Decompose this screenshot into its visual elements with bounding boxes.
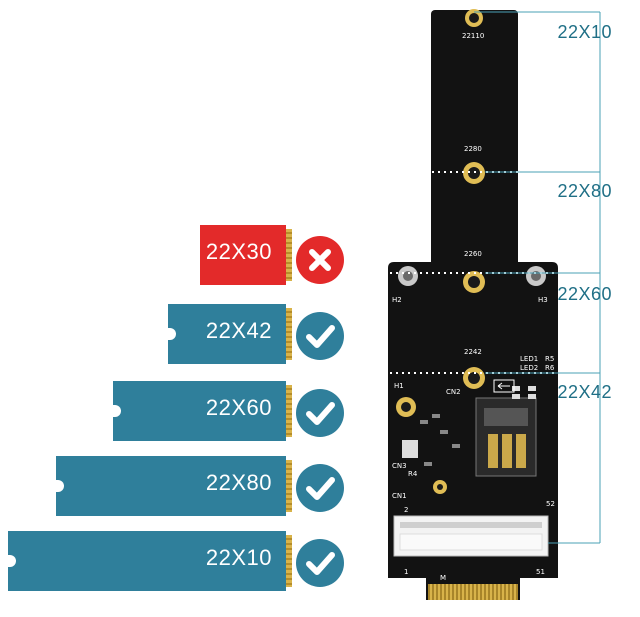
- silk-h3: H3: [538, 296, 548, 304]
- card-notch: [160, 328, 176, 340]
- silk-pin52: 52: [546, 500, 555, 508]
- gold-contacts: [286, 460, 292, 512]
- check-icon: [296, 539, 344, 587]
- board-extension: [431, 10, 518, 272]
- silk-r6: R6: [545, 364, 555, 372]
- silk-cn2: CN2: [446, 388, 461, 396]
- silk-2280: 2280: [464, 145, 482, 153]
- size-label-22x42: 22X42: [557, 382, 612, 402]
- gold-contacts: [286, 535, 292, 587]
- x-icon: [296, 236, 344, 284]
- check-icon: [296, 464, 344, 512]
- silk-h1: H1: [394, 382, 404, 390]
- silk-r4: R4: [408, 470, 418, 478]
- size-label-22x60: 22X60: [557, 284, 612, 304]
- card-22x80: 22X80: [48, 456, 292, 516]
- silk-cn3: CN3: [392, 462, 407, 470]
- card-notch: [0, 555, 16, 567]
- check-icon: [296, 312, 344, 360]
- silk-r5: R5: [545, 355, 555, 363]
- gold-contacts: [286, 308, 292, 360]
- check-icon: [296, 389, 344, 437]
- silk-led1: LED1: [520, 355, 539, 363]
- silk-led2: LED2: [520, 364, 539, 372]
- gold-contacts: [286, 229, 292, 281]
- card-label: 22X30: [205, 239, 272, 264]
- card-22x42: 22X42: [160, 304, 292, 364]
- silk-cn1: CN1: [392, 492, 407, 500]
- card-22x30: 22X30: [200, 225, 292, 285]
- card-22x10: 22X10: [0, 531, 292, 591]
- size-label-22x80: 22X80: [557, 181, 612, 201]
- silk-2242: 2242: [464, 348, 482, 356]
- card-notch: [48, 480, 64, 492]
- silk-2260: 2260: [464, 250, 482, 258]
- card-label: 22X42: [205, 318, 272, 343]
- silk-h2: H2: [392, 296, 402, 304]
- silk-22110: 22110: [462, 32, 485, 40]
- silk-m: M: [440, 574, 447, 582]
- silk-pin51: 51: [536, 568, 545, 576]
- size-label-22x10: 22X10: [557, 22, 612, 42]
- card-22x60: 22X60: [105, 381, 292, 441]
- card-label: 22X80: [205, 470, 272, 495]
- card-label: 22X10: [205, 545, 272, 570]
- silk-pin2: 2: [404, 506, 409, 514]
- gold-contacts: [286, 385, 292, 437]
- card-notch: [105, 405, 121, 417]
- card-label: 22X60: [205, 395, 272, 420]
- silk-pin1: 1: [404, 568, 409, 576]
